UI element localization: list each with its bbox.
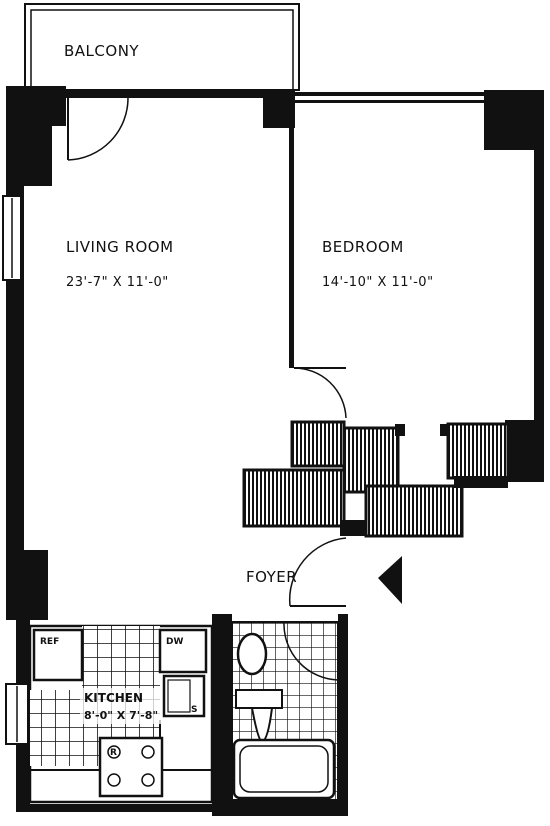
kitchen-dimensions: 8'-0" X 7'-8"	[84, 709, 158, 722]
living-room-dimensions: 23'-7" X 11'-0"	[66, 275, 169, 290]
foyer-label: FOYER	[246, 568, 297, 586]
range-label: R	[110, 748, 117, 758]
sink	[162, 674, 206, 718]
bedroom-label: BEDROOM	[322, 238, 404, 256]
refrigerator-label: REF	[40, 637, 59, 647]
living-room-window	[2, 195, 22, 281]
kitchen-label: KITCHEN	[84, 691, 143, 705]
exterior-walls	[6, 86, 544, 816]
kitchen-window	[5, 683, 29, 745]
balcony-door	[67, 97, 129, 161]
range	[98, 736, 164, 798]
closets	[242, 420, 510, 538]
toilet	[235, 689, 283, 744]
dishwasher	[158, 628, 208, 674]
bathroom	[231, 621, 339, 801]
partition-wall	[289, 128, 347, 419]
sink-label: S	[191, 705, 197, 715]
bathtub	[232, 738, 336, 800]
entry-arrow-icon	[378, 556, 402, 604]
entry-door	[288, 537, 347, 607]
balcony-label: BALCONY	[64, 42, 139, 60]
bedroom-dimensions: 14'-10" X 11'-0"	[322, 275, 434, 290]
bathroom-sink	[236, 632, 268, 676]
refrigerator	[32, 628, 84, 682]
living-room-label: LIVING ROOM	[66, 238, 174, 256]
dishwasher-label: DW	[166, 637, 183, 647]
